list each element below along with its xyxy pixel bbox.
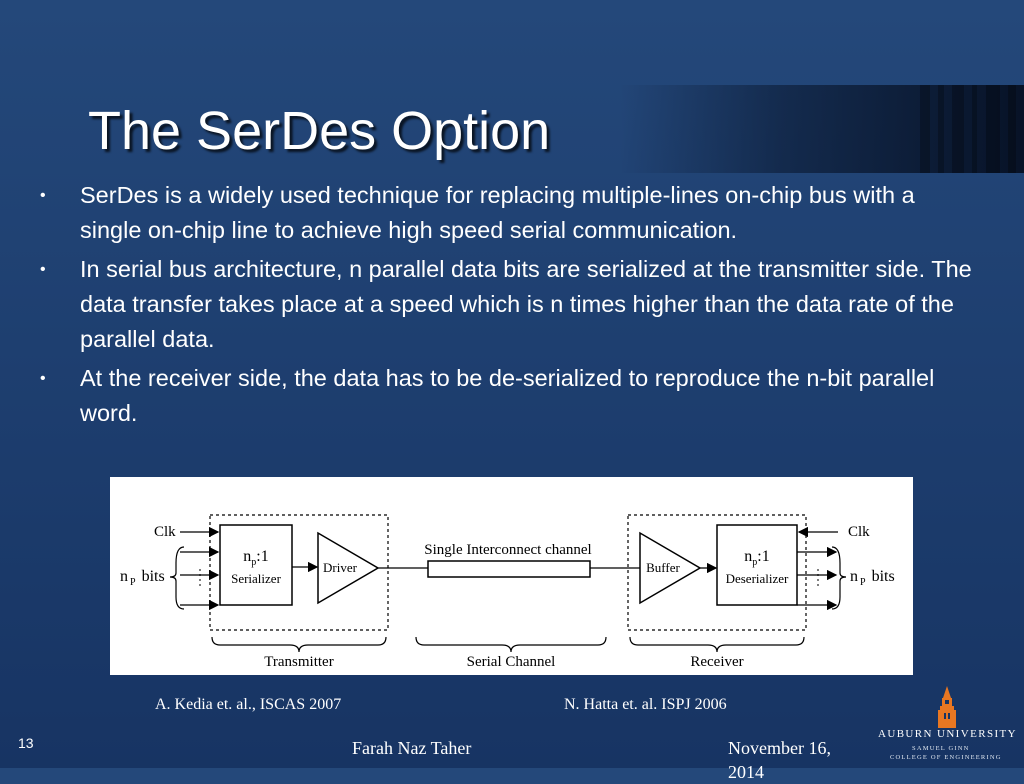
logo-line-3: COLLEGE OF ENGINEERING — [890, 754, 1002, 761]
serializer-label: Serializer — [231, 571, 281, 586]
logo-line-2: SAMUEL GINN — [912, 745, 970, 752]
buffer-label: Buffer — [646, 560, 680, 575]
driver-label: Driver — [323, 560, 358, 575]
receiver-box — [627, 514, 807, 631]
bullet-item: • In serial bus architecture, n parallel… — [40, 252, 980, 357]
bullet-glyph: • — [40, 187, 46, 204]
clk-right-label: Clk — [848, 524, 870, 540]
transmitter-label: Transmitter — [264, 654, 333, 670]
footer-author: Farah Naz Taher — [352, 738, 472, 758]
serial-channel-label: Serial Channel — [467, 654, 556, 670]
bullet-text: SerDes is a widely used technique for re… — [80, 182, 915, 243]
slide-number: 13 — [18, 735, 34, 751]
deserializer-label: Deserializer — [726, 571, 789, 586]
slide-title: The SerDes Option — [88, 101, 551, 161]
buffer-amplifier — [639, 531, 702, 605]
bullet-list: • SerDes is a widely used technique for … — [40, 178, 980, 435]
bullet-item: • At the receiver side, the data has to … — [40, 361, 980, 431]
driver-amplifier — [317, 531, 380, 605]
interconnect-channel — [427, 560, 591, 578]
clk-left-label: Clk — [154, 524, 176, 540]
deserializer-block — [716, 524, 798, 606]
bullet-text: In serial bus architecture, n parallel d… — [80, 256, 972, 352]
citation-left: A. Kedia et. al., ISCAS 2007 — [155, 696, 342, 713]
bullet-item: • SerDes is a widely used technique for … — [40, 178, 980, 248]
auburn-logo: AUBURN UNIVERSITY SAMUEL GINN COLLEGE OF… — [870, 686, 1020, 766]
footer-date: November 16, 2014 — [728, 738, 831, 782]
bullet-glyph: • — [40, 261, 46, 278]
svg-text:np:1: np:1 — [243, 548, 268, 568]
bullet-text: At the receiver side, the data has to be… — [80, 365, 935, 426]
title-bar-stripes — [620, 85, 1024, 173]
bullet-glyph: • — [40, 370, 46, 387]
svg-text:np:1: np:1 — [744, 548, 769, 568]
tower-icon — [938, 686, 956, 728]
citation-right: N. Hatta et. al. ISPJ 2006 — [564, 696, 727, 713]
receiver-label: Receiver — [690, 654, 743, 670]
serializer-block — [219, 524, 293, 606]
channel-label: Single Interconnect channel — [424, 542, 591, 558]
university-name: AUBURN UNIVERSITY — [878, 728, 1017, 740]
